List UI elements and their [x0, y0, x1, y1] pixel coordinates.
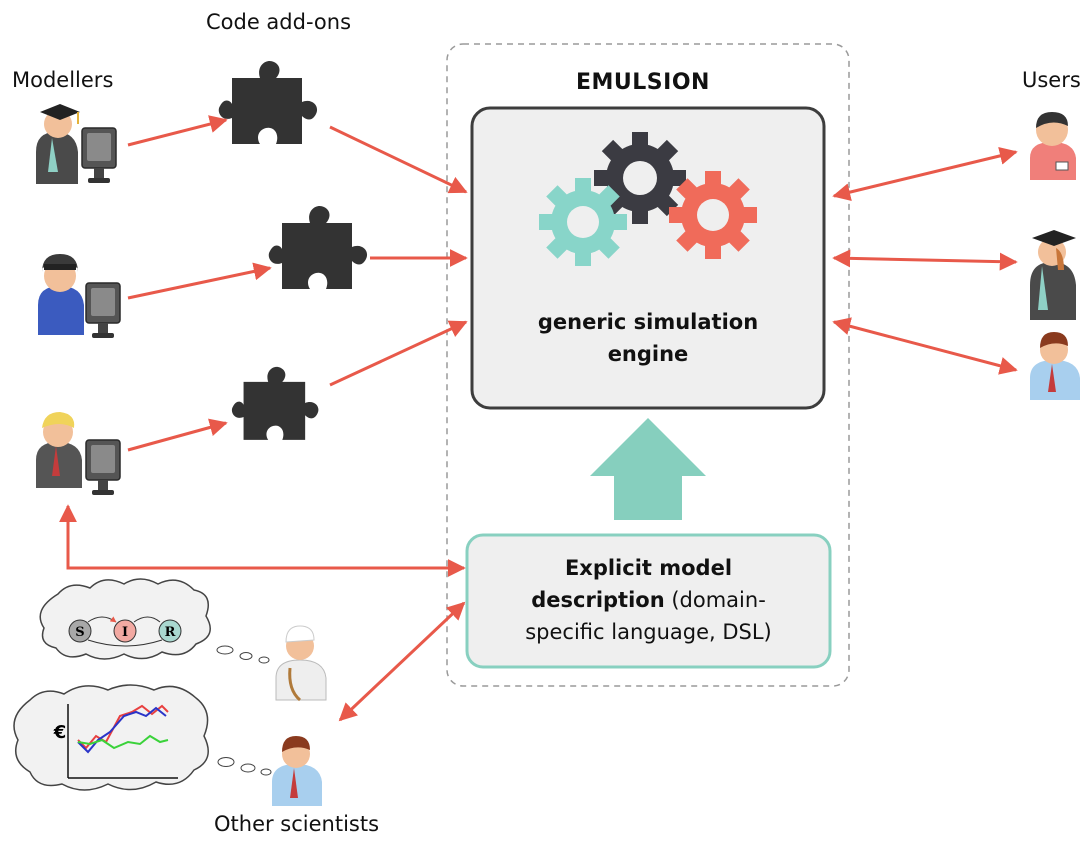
puzzle-icon-1	[218, 60, 318, 144]
user-man-icon	[1030, 332, 1080, 400]
emulsion-container	[446, 43, 850, 687]
user-camera-icon	[1030, 112, 1076, 180]
dsl-line1: Explicit model	[564, 556, 733, 580]
dsl-line2-bold: description	[531, 588, 665, 612]
puzzle-icon-3	[231, 366, 319, 440]
dsl-line3: specific language, DSL)	[525, 620, 772, 644]
engine-caption-line2: engine	[607, 342, 689, 366]
doctor-icon	[275, 625, 327, 702]
connector-arrows	[59, 115, 1018, 722]
sir-thought-cloud	[39, 578, 270, 664]
code-addons-label: Code add-ons	[206, 10, 352, 34]
big-up-arrow	[590, 418, 706, 520]
economist-icon	[272, 736, 322, 806]
dsl-line2-rest: (domain-	[664, 588, 766, 612]
users-label: Users	[1022, 68, 1081, 92]
sir-i-label: I	[122, 625, 128, 640]
emulsion-title: EMULSION	[576, 70, 710, 95]
other-scientists-label: Other scientists	[214, 812, 380, 836]
dsl-caption: Explicit model description (domain- spec…	[467, 552, 830, 648]
engine-caption-line1: generic simulation	[537, 310, 759, 334]
dsl-box	[465, 533, 832, 669]
puzzle-icon-2	[268, 205, 368, 289]
modellers-label: Modellers	[12, 68, 114, 92]
engine-caption: generic simulation engine	[472, 306, 824, 370]
modeller-graduate-icon	[36, 104, 117, 184]
finance-thought-cloud	[13, 684, 272, 791]
sir-s-label: S	[75, 625, 84, 640]
euro-axis-label: €	[53, 722, 67, 743]
dsl-line2: description (domain-	[467, 584, 830, 616]
user-graduate-icon	[1030, 230, 1076, 320]
modeller-blonde-icon	[36, 412, 121, 496]
sir-r-label: R	[165, 625, 176, 640]
modeller-hood-icon	[38, 254, 121, 339]
